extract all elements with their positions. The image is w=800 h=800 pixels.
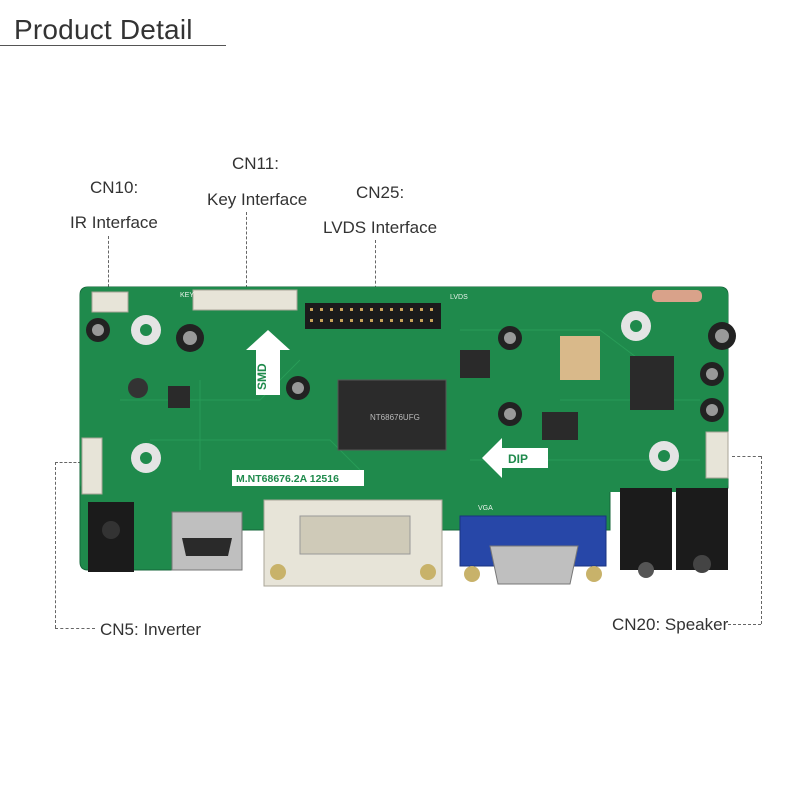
small-ic-2 [460, 350, 490, 378]
cn11-leader-line [246, 212, 247, 288]
cn11-key-connector [192, 289, 298, 311]
regulator-ic [542, 412, 578, 440]
cn10-leader-line [108, 236, 109, 292]
jumper-block [560, 336, 600, 380]
smd-arrow [246, 330, 290, 395]
page-title: Product Detail [14, 14, 193, 45]
cn11-id-label: CN11: [232, 154, 279, 173]
main-chip-marking: NT68676UFG [370, 413, 420, 422]
cn25-desc-label: LVDS Interface [323, 218, 438, 237]
cn20-leader-vertical [761, 456, 762, 624]
cn5-leader-top [55, 462, 81, 463]
vga-silkscreen: VGA [478, 505, 493, 512]
pc-audio-jack [620, 488, 672, 570]
cn10-ir-connector [91, 291, 129, 313]
audio-amp-ic [630, 356, 674, 410]
cn20-leader-top [732, 456, 761, 457]
dip-text: DIP [508, 452, 528, 466]
cn5-leader-bottom [55, 628, 95, 629]
key-silkscreen: KEY [180, 292, 194, 299]
cn10-desc-label: IR Interface [70, 213, 158, 232]
dip-arrow [482, 438, 548, 478]
smd-text: SMD [255, 363, 269, 390]
title-underline [0, 45, 226, 46]
capacitors [86, 318, 736, 426]
lvds-pins [310, 308, 433, 322]
mounting-holes [131, 311, 679, 473]
cn20-label: CN20: Speaker [612, 615, 729, 634]
resistor [652, 290, 702, 302]
cn10-id-label: CN10: [90, 178, 139, 197]
cn11-desc-label: Key Interface [207, 190, 308, 209]
small-ic-1 [168, 386, 190, 408]
cn25-id-label: CN25: [356, 183, 405, 202]
model-label: M.NT68676.2A 12516 [236, 473, 339, 485]
cn20-speaker-connector [705, 431, 729, 479]
cn5-inverter-connector [81, 437, 103, 495]
cn20-leader-bottom [728, 624, 761, 625]
cn5-label: CN5: Inverter [100, 620, 202, 639]
cn25-leader-line [375, 240, 376, 304]
lvds-silkscreen: LVDS [450, 294, 468, 301]
model-label-bg [232, 470, 364, 486]
main-chip [337, 379, 447, 451]
cn5-leader-vertical [55, 462, 56, 628]
cn25-lvds-header [305, 303, 441, 329]
